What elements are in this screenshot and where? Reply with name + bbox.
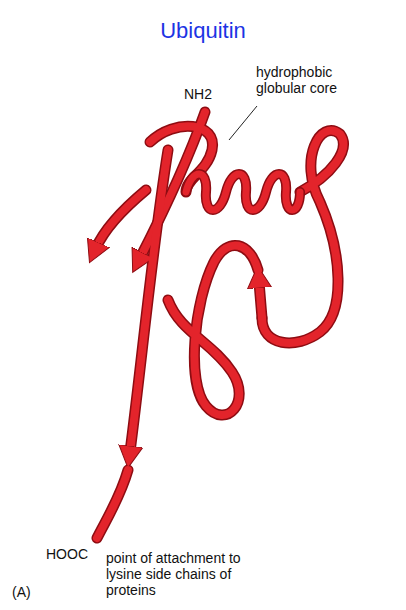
- title-text: Ubiquitin: [0, 18, 406, 44]
- terminus-label: NH2: [184, 86, 244, 102]
- panel-letter: (A): [12, 584, 52, 600]
- beta-strand: [259, 282, 262, 318]
- callout-label: hydrophobic globular core: [256, 64, 368, 96]
- alpha-helix: [186, 174, 300, 210]
- figure-title: Ubiquitin: [0, 18, 406, 44]
- terminus-label: HOOC: [46, 546, 106, 562]
- callout-label: point of attachment to lysine side chain…: [106, 550, 256, 598]
- c-terminal-tail: [97, 470, 128, 538]
- loop: [168, 245, 258, 415]
- loop: [262, 131, 343, 343]
- label-text: (A): [12, 584, 52, 600]
- label-text: NH2: [184, 86, 244, 102]
- beta-strand: [140, 112, 205, 258]
- beta-strand: [96, 190, 146, 248]
- label-text: hydrophobic globular core: [256, 64, 368, 96]
- leader-line: [229, 106, 257, 140]
- label-text: point of attachment to lysine side chain…: [106, 550, 256, 598]
- label-text: HOOC: [46, 546, 106, 562]
